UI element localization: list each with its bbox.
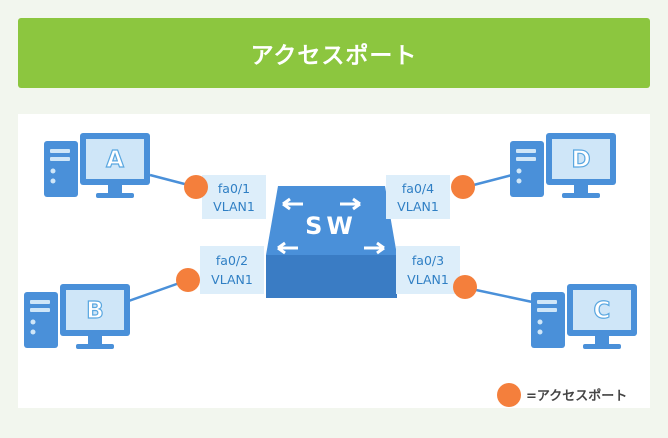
svg-text:fa0/1: fa0/1 [218,181,250,196]
switch-label: SW [305,212,357,240]
svg-text:VLAN1: VLAN1 [407,272,449,287]
legend-label: =アクセスポート [526,388,627,404]
port-label-fa0-3: fa0/3 VLAN1 [396,246,460,294]
computer-d: D [510,133,616,198]
svg-text:VLAN1: VLAN1 [213,199,255,214]
svg-text:fa0/3: fa0/3 [412,253,444,268]
switch-device: SW [266,186,397,298]
title-banner: アクセスポート [18,18,650,88]
svg-text:fa0/2: fa0/2 [216,253,248,268]
port-dot [184,175,208,199]
svg-text:VLAN1: VLAN1 [211,272,253,287]
title-text: アクセスポート [250,43,418,69]
computer-label: A [106,147,124,173]
svg-text:VLAN1: VLAN1 [397,199,439,214]
port-dot [451,175,475,199]
arrow-icon [277,241,298,255]
arrow-icon [282,197,303,211]
computer-label: D [571,147,590,173]
computer-a: A [44,133,150,198]
port-dot [453,275,477,299]
port-label-fa0-4: fa0/4 VLAN1 [386,175,450,219]
legend-dot [497,383,521,407]
legend: =アクセスポート [497,383,627,407]
computer-label: B [86,298,104,324]
port-dots [176,175,477,299]
arrow-icon [340,197,361,211]
port-dot [176,268,200,292]
port-label-fa0-2: fa0/2 VLAN1 [200,246,264,294]
arrow-icon [364,241,385,255]
computer-b: B [24,284,130,349]
svg-text:fa0/4: fa0/4 [402,181,434,196]
port-label-fa0-1: fa0/1 VLAN1 [202,175,266,219]
computer-label: C [594,298,611,324]
computer-c: C [531,284,637,349]
